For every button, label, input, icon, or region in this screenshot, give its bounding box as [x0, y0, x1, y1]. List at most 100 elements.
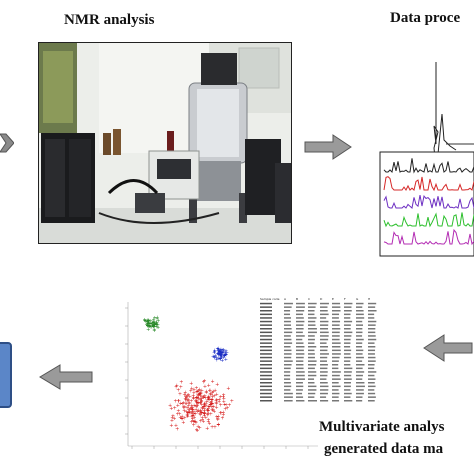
red-cluster-point: + — [184, 397, 188, 403]
matrix-cell-mark — [296, 306, 305, 308]
green-cluster-point: + — [147, 321, 151, 327]
red-cluster-point: + — [201, 394, 205, 400]
green-cluster-point: + — [146, 323, 150, 329]
matrix-cell-mark — [356, 371, 365, 373]
red-cluster-point: + — [197, 394, 201, 400]
blue-cluster-point: + — [219, 351, 223, 357]
blue-cluster-point: + — [222, 353, 226, 359]
red-cluster-point: + — [183, 396, 187, 402]
matrix-cell-mark — [284, 310, 291, 312]
matrix-cell-mark — [344, 335, 352, 337]
blue-cluster-point: + — [221, 349, 225, 355]
nmr-spectrometer-photo — [38, 42, 292, 244]
red-cluster-point: + — [199, 396, 203, 402]
matrix-cell-mark — [344, 400, 353, 402]
red-cluster-point: + — [215, 398, 219, 404]
red-cluster-point: + — [197, 387, 201, 393]
red-cluster-point: + — [214, 398, 218, 404]
blue-cluster-point: + — [220, 358, 224, 364]
blue-cluster-point: + — [222, 353, 226, 359]
green-cluster-point: + — [145, 322, 149, 328]
matrix-cell-mark — [344, 342, 351, 344]
matrix-cell-mark — [296, 310, 305, 312]
red-cluster-point: + — [211, 389, 215, 395]
matrix-row-label-mark — [260, 353, 272, 355]
blue-cluster-point: + — [219, 347, 223, 353]
blue-cluster-point: + — [224, 357, 228, 363]
matrix-cell-mark — [356, 382, 365, 384]
matrix-cell-mark — [332, 331, 340, 334]
red-cluster-point: + — [180, 401, 184, 407]
red-cluster-point: + — [215, 405, 219, 411]
matrix-cell-mark — [308, 313, 315, 316]
matrix-cell-mark — [344, 367, 353, 370]
matrix-row-label-mark — [260, 338, 272, 341]
matrix-cell-mark — [320, 356, 328, 359]
matrix-cell-mark — [320, 392, 328, 395]
red-cluster-point: + — [195, 428, 199, 434]
matrix-cell-mark — [368, 342, 375, 344]
matrix-cell-mark — [308, 338, 315, 341]
green-cluster-point: + — [152, 328, 156, 334]
matrix-cell-mark — [308, 389, 317, 391]
blue-cluster-point: + — [217, 349, 221, 355]
red-cluster-point: + — [183, 390, 187, 396]
red-cluster-point: + — [194, 404, 198, 410]
green-cluster-point: + — [146, 324, 150, 330]
blue-cluster-point: + — [219, 354, 223, 360]
matrix-row-label-mark — [260, 328, 272, 330]
arrow-to-processing-icon — [304, 134, 352, 160]
matrix-cell-mark — [320, 335, 329, 337]
matrix-cell-mark — [356, 353, 363, 355]
green-cluster-point: + — [153, 315, 157, 321]
green-cluster-point: + — [145, 322, 149, 328]
green-cluster-point: + — [146, 318, 150, 324]
green-cluster-point: + — [150, 323, 154, 329]
red-cluster-point: + — [199, 400, 203, 406]
red-cluster-point: + — [207, 395, 211, 401]
matrix-cell-mark — [332, 349, 341, 352]
matrix-cell-mark — [368, 306, 376, 308]
matrix-cell-mark — [284, 371, 291, 373]
red-cluster-point: + — [204, 404, 208, 410]
green-cluster-point: + — [152, 328, 156, 334]
matrix-cell-mark — [332, 371, 341, 373]
matrix-cell-mark — [320, 371, 328, 373]
green-cluster-point: + — [152, 324, 156, 330]
blue-cluster-point: + — [214, 356, 218, 362]
matrix-cell-mark — [308, 360, 317, 362]
red-cluster-point: + — [209, 399, 213, 405]
matrix-header-cell: Sample code — [260, 297, 280, 301]
matrix-row-label-mark — [260, 313, 272, 316]
red-cluster-point: + — [196, 393, 200, 399]
red-cluster-point: + — [195, 389, 199, 395]
red-cluster-point: + — [208, 392, 212, 398]
red-cluster-point: + — [226, 386, 230, 392]
matrix-cell-mark — [320, 342, 327, 344]
blue-cluster-point: + — [222, 353, 226, 359]
green-cluster-point: + — [146, 319, 150, 325]
green-cluster-point: + — [151, 323, 155, 329]
red-cluster-point: + — [190, 386, 194, 392]
red-cluster-point: + — [170, 418, 174, 424]
red-cluster-point: + — [222, 402, 226, 408]
matrix-row-label-mark — [260, 382, 272, 384]
red-cluster-point: + — [187, 401, 191, 407]
matrix-cell-mark — [368, 356, 376, 359]
red-cluster-point: + — [215, 392, 219, 398]
matrix-cell-mark — [356, 400, 363, 402]
red-cluster-point: + — [198, 391, 202, 397]
matrix-row-label-mark — [260, 385, 272, 388]
matrix-cell-mark — [284, 346, 291, 348]
matrix-cell-mark — [284, 317, 292, 319]
matrix-cell-mark — [356, 396, 363, 398]
matrix-cell-mark — [296, 317, 304, 319]
matrix-cell-mark — [344, 374, 352, 377]
red-cluster-point: + — [176, 412, 180, 418]
matrix-cell-mark — [344, 338, 351, 341]
red-cluster-point: + — [200, 415, 204, 421]
red-cluster-point: + — [210, 424, 214, 430]
matrix-cell-mark — [368, 328, 376, 330]
red-cluster-point: + — [200, 417, 204, 423]
matrix-cell-mark — [368, 349, 376, 352]
